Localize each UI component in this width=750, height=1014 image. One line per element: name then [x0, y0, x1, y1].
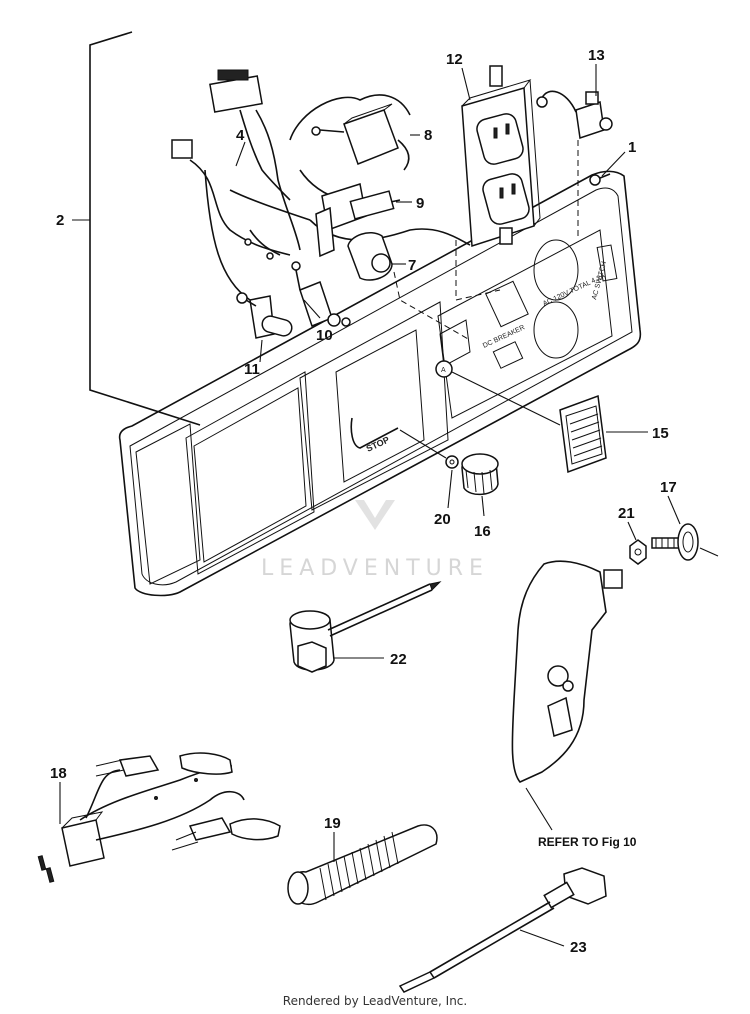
part-10-connector	[291, 261, 351, 327]
part-16-knob	[461, 453, 499, 496]
callout-21: 21	[618, 505, 635, 522]
part-20-washer	[399, 429, 459, 469]
callout-22: 22	[390, 651, 407, 668]
callout-7: 7	[408, 257, 416, 274]
part-19-spring	[287, 824, 438, 906]
part-12-outlet	[455, 65, 541, 301]
part-1-screw	[589, 173, 611, 186]
callout-2: 2	[56, 212, 64, 229]
dc-breaker-label: DC BREAKER	[482, 324, 526, 350]
part-9-switch	[315, 183, 395, 258]
wiring-harness	[171, 69, 471, 301]
footer-credit: Rendered by LeadVenture, Inc.	[282, 994, 468, 1008]
part-18-charging-cable	[37, 752, 281, 883]
part-11-socket	[236, 292, 293, 339]
callout-11: 11	[244, 361, 260, 378]
callout-8: 8	[424, 127, 432, 144]
callout-23: 23	[570, 939, 587, 956]
callout-12: 12	[446, 51, 463, 68]
marker-a-label: A	[441, 367, 446, 374]
stop-label: STOP	[365, 434, 391, 453]
watermark-text: LEADVENTURE	[261, 556, 489, 581]
callout-20: 20	[434, 511, 451, 528]
leader-lines	[235, 64, 681, 541]
mounting-bracket	[511, 560, 623, 831]
part-21-nut	[629, 539, 647, 565]
part-23-shaft	[398, 867, 607, 993]
part-8-relay	[311, 103, 410, 171]
part-2-bracket	[72, 31, 201, 426]
part-17-bolt	[651, 523, 719, 561]
callout-numbers: 1 2 4 7 8 9 10 11 12 13 15 16 17 18 19 2…	[50, 47, 677, 956]
refer-to-fig-label: REFER TO Fig 10	[538, 835, 637, 849]
part-22-probe	[289, 581, 442, 673]
callout-10: 10	[316, 327, 333, 344]
part-13-breaker	[536, 90, 613, 240]
part-15-cover	[559, 394, 648, 474]
callout-1: 1	[628, 139, 636, 156]
callout-9: 9	[416, 195, 424, 212]
callout-16: 16	[474, 523, 491, 540]
leadventure-watermark: LEADVENTURE	[261, 500, 489, 581]
callout-15: 15	[652, 425, 669, 442]
callout-17: 17	[660, 479, 677, 496]
callout-13: 13	[588, 47, 605, 64]
part-7-dial	[347, 232, 471, 341]
callout-4: 4	[236, 127, 245, 144]
callout-18: 18	[50, 765, 67, 782]
callout-19: 19	[324, 815, 341, 832]
